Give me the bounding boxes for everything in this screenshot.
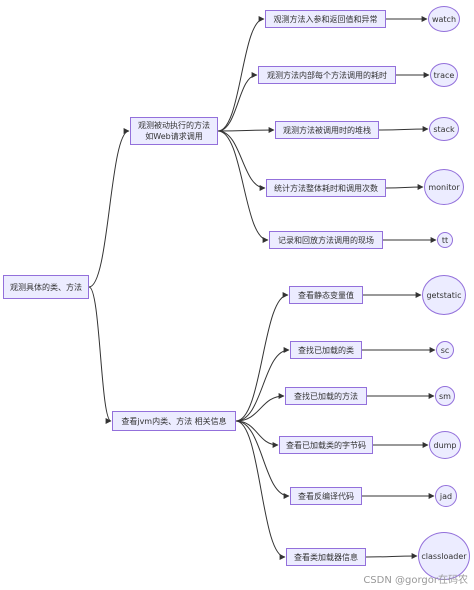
command-node-label: tt [441, 235, 449, 245]
command-node-trace: trace [430, 63, 458, 87]
edge-desc-to-command [365, 553, 418, 560]
command-node-jad: jad [435, 485, 457, 507]
command-node-label: stack [433, 124, 455, 134]
desc-node-label: 统计方法整体耗时和调用次数 [274, 183, 378, 193]
desc-node-label: 观测方法被调用时的堆栈 [283, 125, 371, 135]
desc-node-dump: 查看已加载类的字节码 [279, 436, 373, 454]
desc-node-label: 观测方法内部每个方法调用的耗时 [267, 70, 387, 80]
desc-node-classloader: 查看类加载器信息 [286, 548, 366, 566]
command-node-label: trace [433, 70, 455, 80]
edge-group-1-to-desc [217, 127, 275, 134]
command-node-label: monitor [428, 182, 460, 192]
edge-group-2-to-desc [235, 420, 290, 499]
command-node-sm: sm [435, 386, 455, 406]
edge-root-to-group-1 [88, 128, 130, 288]
group-node-passive-methods: 观测被动执行的方法 如Web请求调用 [130, 117, 218, 145]
desc-node-watch: 观测方法入参和返回值和异常 [265, 10, 386, 28]
desc-node-monitor: 统计方法整体耗时和调用次数 [266, 179, 386, 197]
desc-node-tt: 记录和回放方法调用的现场 [269, 231, 383, 249]
edge-group-2-to-desc [235, 292, 289, 422]
command-node-watch: watch [428, 6, 460, 32]
root-node-label: 观测具体的类、方法 [10, 282, 82, 292]
edge-group-1-to-desc [217, 72, 258, 132]
watermark-text: CSDN @gorgor在码农 [363, 575, 468, 586]
desc-node-label: 查找已加载的类 [298, 345, 354, 355]
command-node-classloader: classloader [418, 532, 470, 580]
command-node-label: sm [439, 391, 451, 401]
command-node-monitor: monitor [424, 169, 464, 205]
desc-node-label: 查看已加载类的字节码 [286, 440, 366, 450]
edge-group-1-to-desc [217, 130, 269, 243]
desc-node-sm: 查找已加载的方法 [285, 387, 367, 405]
group-node-label-line1: 观测被动执行的方法 [138, 121, 210, 130]
desc-node-stack: 观测方法被调用时的堆栈 [275, 121, 379, 139]
command-node-stack: stack [429, 117, 459, 141]
command-node-tt: tt [437, 232, 453, 248]
edge-desc-to-command [385, 184, 424, 191]
group-node-jvm-info: 查看jvm内类、方法 相关信息 [112, 411, 236, 431]
desc-node-label: 记录和回放方法调用的现场 [278, 235, 374, 245]
desc-node-sc: 查找已加载的类 [290, 341, 362, 359]
desc-node-label: 查找已加载的方法 [294, 391, 358, 401]
command-node-label: dump [433, 440, 457, 450]
edge-group-2-to-desc [235, 347, 290, 422]
edge-group-1-to-desc [217, 16, 265, 132]
edge-desc-to-command [378, 126, 429, 133]
desc-node-label: 查看类加载器信息 [294, 552, 358, 562]
group-node-label: 查看jvm内类、方法 相关信息 [121, 416, 227, 426]
desc-node-jad: 查看反编译代码 [290, 487, 362, 505]
desc-node-label: 观测方法入参和返回值和异常 [273, 14, 378, 24]
desc-node-label: 查看静态变量值 [298, 290, 354, 300]
command-node-label: sc [440, 345, 450, 355]
command-node-label: watch [431, 14, 457, 24]
edge-group-2-to-desc [235, 420, 286, 560]
command-node-label: classloader [421, 551, 467, 561]
edge-group-2-to-desc [235, 393, 285, 422]
desc-node-trace: 观测方法内部每个方法调用的耗时 [258, 66, 396, 84]
command-node-dump: dump [429, 431, 461, 459]
desc-node-getstatic: 查看静态变量值 [289, 286, 363, 304]
command-node-sc: sc [436, 341, 454, 359]
desc-node-label: 查看反编译代码 [298, 491, 354, 501]
root-node: 观测具体的类、方法 [3, 275, 89, 299]
group-node-label-line2: 如Web请求调用 [145, 132, 203, 141]
command-node-label: jad [439, 491, 453, 501]
command-node-label: getstatic [426, 290, 462, 300]
edge-root-to-group-2 [88, 286, 112, 424]
edge-group-1-to-desc [217, 130, 266, 191]
command-node-getstatic: getstatic [422, 275, 466, 315]
